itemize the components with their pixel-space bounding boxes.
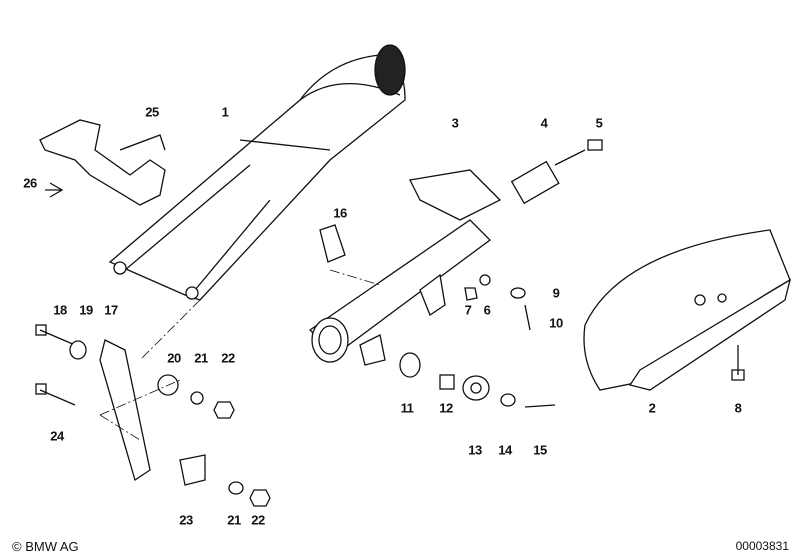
callout-17: 17 xyxy=(104,302,118,318)
callout-26: 26 xyxy=(23,175,37,191)
part-hardware xyxy=(35,274,556,507)
callout-6: 6 xyxy=(483,302,491,318)
callout-2: 2 xyxy=(648,400,656,416)
callout-24: 24 xyxy=(50,428,64,444)
callout-18: 18 xyxy=(53,302,67,318)
assembly-lines xyxy=(99,269,381,441)
callout-25: 25 xyxy=(145,104,159,120)
callout-16: 16 xyxy=(333,205,347,221)
callout-1: 1 xyxy=(221,104,229,120)
callout-20: 20 xyxy=(167,350,181,366)
diagram-number: 00003831 xyxy=(735,539,789,553)
callout-12: 12 xyxy=(439,400,453,416)
callout-3: 3 xyxy=(451,115,459,131)
part-switch-4 xyxy=(510,139,603,205)
bolt-8 xyxy=(731,345,745,381)
callout-8: 8 xyxy=(734,400,742,416)
callout-4: 4 xyxy=(540,115,548,131)
callout-5: 5 xyxy=(595,115,603,131)
callout-14: 14 xyxy=(498,442,512,458)
part-bracket-25 xyxy=(39,119,166,206)
callout-11: 11 xyxy=(400,400,414,416)
callout-13: 13 xyxy=(468,442,482,458)
callout-22b: 22 xyxy=(251,512,265,528)
part-column-jacket xyxy=(108,44,406,301)
callout-21b: 21 xyxy=(227,512,241,528)
callout-10: 10 xyxy=(549,315,563,331)
callout-21: 21 xyxy=(194,350,208,366)
callout-19: 19 xyxy=(79,302,93,318)
copyright-label: © BMW AG xyxy=(12,539,79,554)
callout-22: 22 xyxy=(221,350,235,366)
part-column-tube xyxy=(308,169,502,366)
callout-7: 7 xyxy=(464,302,472,318)
callout-15: 15 xyxy=(533,442,547,458)
bolt-26 xyxy=(45,182,64,198)
part-cover-2 xyxy=(583,229,792,391)
callout-9: 9 xyxy=(552,285,560,301)
callout-23: 23 xyxy=(179,512,193,528)
